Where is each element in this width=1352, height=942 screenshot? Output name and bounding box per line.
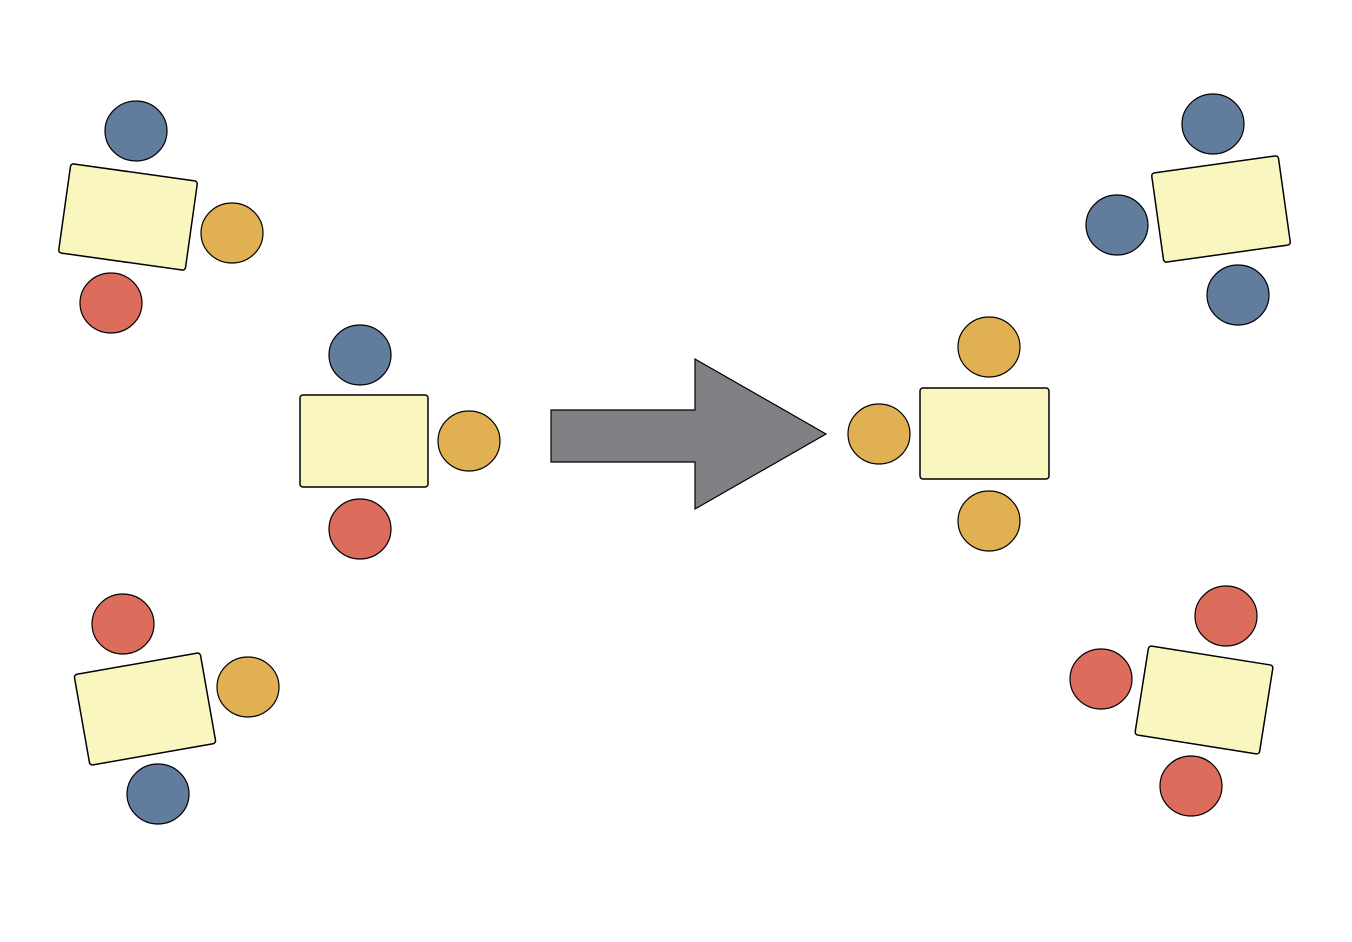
seat-red [1069,648,1133,710]
group-right-middle [847,316,1050,552]
table [57,163,199,271]
group-left-bottom [73,593,280,825]
group-left-middle [299,324,501,560]
group-right-bottom [1069,585,1274,817]
seat-blue [126,763,190,825]
table [919,387,1050,480]
table [1134,645,1274,755]
seat-orange [200,202,264,264]
seat-blue [1181,93,1245,155]
table [1150,155,1292,263]
seat-red [91,593,155,655]
table [299,394,429,488]
seat-orange [847,403,911,465]
seat-red [1159,755,1223,817]
seat-blue [104,100,168,162]
seat-red [328,498,392,560]
seat-blue [1085,194,1149,256]
seat-blue [328,324,392,386]
seat-red [1194,585,1258,647]
seat-blue [1206,264,1270,326]
arrow-right-icon [550,357,828,511]
seat-orange [216,656,280,718]
group-right-top [1085,93,1292,326]
group-left-top [57,100,264,334]
seat-red [79,272,143,334]
seat-orange [437,410,501,472]
seat-orange [957,316,1021,378]
table [73,652,217,766]
seat-orange [957,490,1021,552]
